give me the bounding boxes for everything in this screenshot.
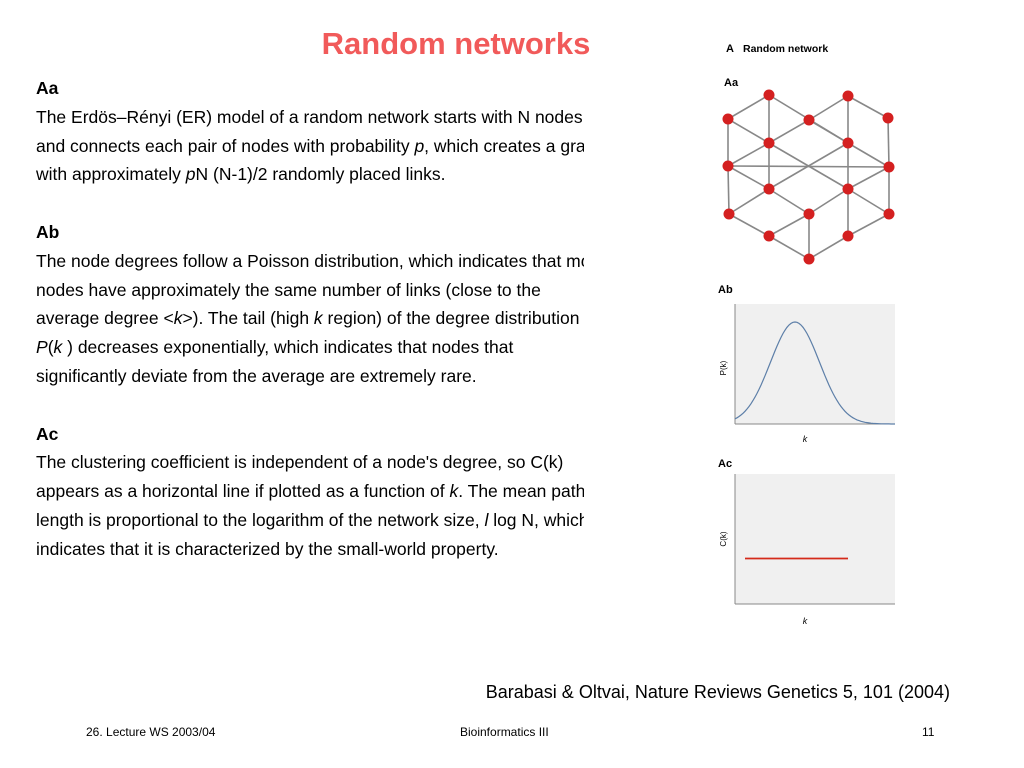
italic-symbol: k xyxy=(449,481,459,502)
section-spacer xyxy=(36,391,584,420)
network-node xyxy=(763,89,775,101)
italic-symbol: k xyxy=(173,308,183,329)
network-node xyxy=(723,208,735,220)
citation: Barabasi & Oltvai, Nature Reviews Geneti… xyxy=(485,682,950,702)
network-node xyxy=(763,230,775,242)
network-edge xyxy=(808,235,849,260)
ab-xlabel: k xyxy=(803,434,808,444)
text-line: P(k ) decreases exponentially, which ind… xyxy=(36,337,514,358)
footer-course: Bioinformatics III xyxy=(460,725,549,739)
network-edge xyxy=(847,95,889,119)
ab-ylabel: P(k) xyxy=(719,360,728,375)
section-heading-aa: Aa xyxy=(36,78,59,98)
ab-plot-background xyxy=(735,304,895,424)
italic-symbol: P xyxy=(36,337,48,358)
poisson-curve xyxy=(734,321,895,425)
network-node xyxy=(803,114,815,126)
network-node xyxy=(763,183,775,195)
section-heading-ab: Ab xyxy=(36,221,60,242)
footer-lecture: 26. Lecture WS 2003/04 xyxy=(86,725,216,739)
text-line: average degree <k>). The tail (high k re… xyxy=(36,308,580,329)
network-edge xyxy=(887,117,890,168)
footer-page-number: 11 xyxy=(922,725,935,739)
network-edge xyxy=(727,118,770,144)
network-node xyxy=(882,112,894,124)
text-line: The Erdös–Rényi (ER) model of a random n… xyxy=(36,106,583,127)
text-line: and connects each pair of nodes with pro… xyxy=(36,135,584,156)
degree-distribution-plot: P(k) k xyxy=(719,304,895,444)
network-edge xyxy=(768,235,810,260)
ac-ylabel: C(k) xyxy=(719,531,728,546)
clustering-coefficient-plot: C(k) k xyxy=(719,474,895,626)
italic-symbol: k xyxy=(313,308,323,329)
network-node xyxy=(842,183,854,195)
network-node xyxy=(803,253,815,265)
network-edge xyxy=(847,142,890,168)
network-node xyxy=(883,161,895,173)
network-edge xyxy=(728,213,770,237)
network-edge xyxy=(727,165,890,168)
fig-label-ac: Ac xyxy=(718,458,732,470)
network-node xyxy=(803,208,815,220)
italic-symbol: p xyxy=(414,135,425,156)
network-node xyxy=(842,90,854,102)
fig-label-aa: Aa xyxy=(724,77,739,89)
text-line: significantly deviate from the average a… xyxy=(36,365,477,386)
fig-label-a: A xyxy=(726,43,734,55)
network-node xyxy=(722,113,734,125)
network-edge xyxy=(847,213,890,237)
network-edge xyxy=(727,94,770,120)
network-node xyxy=(763,137,775,149)
network-edge xyxy=(808,119,849,144)
fig-label-random-network: Random network xyxy=(743,43,828,55)
section-heading-ac: Ac xyxy=(36,423,59,444)
italic-symbol: k xyxy=(53,337,63,358)
network-node xyxy=(842,137,854,149)
network-edge xyxy=(768,213,810,237)
network-edge xyxy=(808,188,849,215)
text-line: length is proportional to the logarithm … xyxy=(36,509,584,530)
text-line: The clustering coefficient is independen… xyxy=(36,452,564,473)
slide-title: Random networks xyxy=(321,26,591,61)
network-graph xyxy=(722,89,895,265)
italic-symbol: l xyxy=(484,509,489,530)
network-edge xyxy=(727,142,770,167)
network-edge xyxy=(768,119,810,144)
text-line: indicates that it is characterized by th… xyxy=(36,538,499,559)
network-edge xyxy=(768,188,810,215)
text-line: appears as a horizontal line if plotted … xyxy=(36,481,584,502)
ac-xlabel: k xyxy=(803,616,808,626)
text-line: nodes have approximately the same number… xyxy=(36,279,541,300)
network-edge xyxy=(727,165,730,215)
random-network-figure: A Random network Aa Ab Ac P(k) k C(k) k xyxy=(718,43,895,626)
network-node xyxy=(842,230,854,242)
network-edge xyxy=(847,166,890,190)
text-line: The node degrees follow a Poisson distri… xyxy=(36,250,584,271)
network-edge xyxy=(728,188,770,215)
network-edge xyxy=(727,165,770,190)
italic-symbol: p xyxy=(185,164,196,185)
network-node xyxy=(883,208,895,220)
network-edge xyxy=(808,95,849,121)
fig-label-ab: Ab xyxy=(718,284,733,296)
network-node xyxy=(722,160,734,172)
section-spacer xyxy=(36,189,584,218)
network-edge xyxy=(847,188,890,215)
ac-plot-background xyxy=(735,474,895,604)
text-line: with approximately pN (N-1)/2 randomly p… xyxy=(36,164,446,185)
